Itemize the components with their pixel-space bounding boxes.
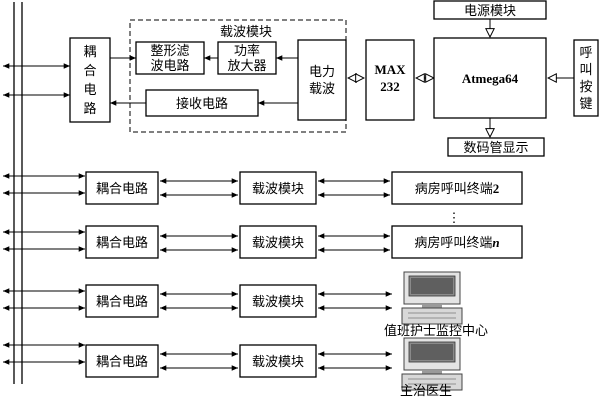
computer-icon-doctor (401, 337, 463, 391)
row1-coupling-box (85, 171, 159, 205)
row1-coupling-label: 耦合电路 (96, 181, 148, 197)
max232-label-2: 232 (380, 79, 400, 94)
row1-endpoint-label: 病房呼叫终端2 (415, 181, 500, 197)
power-carrier-label-2: 载波 (309, 82, 335, 97)
coupling-top-char-3: 电 (83, 83, 96, 98)
call-key-char-3: 按 (579, 80, 592, 95)
carrier-module-title: 载波模块 (220, 25, 272, 40)
coupling-top-char-2: 合 (83, 64, 96, 79)
power-amp-label-1: 功率 (234, 43, 260, 59)
call-key-box (573, 39, 599, 117)
shaping-filter-box (135, 41, 205, 75)
row1-endpoint-box (391, 171, 523, 205)
call-key-char-2: 叫 (579, 63, 592, 78)
max232-label-1: MAX (374, 62, 406, 77)
row1-carrier-box (239, 171, 317, 205)
row4-coupling-label: 耦合电路 (96, 354, 148, 370)
mcu-atmega64-box (433, 37, 547, 119)
computer-icon-nurse-station (401, 271, 463, 325)
coupling-top-char-1: 耦 (83, 45, 96, 60)
row2-endpoint-box (391, 225, 523, 259)
mcu-label: Atmega64 (462, 71, 519, 86)
display-label: 数码管显示 (463, 141, 528, 156)
row3-endpoint-label: 值班护士监控中心 (384, 323, 488, 339)
row2-coupling-label: 耦合电路 (96, 235, 148, 251)
row2-coupling-box (85, 225, 159, 259)
row2-carrier-label: 载波模块 (252, 236, 304, 251)
call-key-char-4: 键 (579, 97, 592, 112)
ellipsis-vertical: ⋮ (448, 211, 461, 226)
power-carrier-label-1: 电力 (309, 65, 335, 80)
receive-circuit-label: 接收电路 (176, 96, 228, 112)
row3-coupling-label: 耦合电路 (96, 294, 148, 310)
max232-box (365, 39, 415, 121)
row1-carrier-label: 载波模块 (252, 182, 304, 197)
row4-carrier-label: 载波模块 (252, 355, 304, 370)
power-carrier-box (297, 39, 347, 121)
row3-coupling-box (85, 284, 159, 318)
row3-carrier-label: 载波模块 (252, 295, 304, 310)
power-amp-label-2: 放大器 (227, 59, 266, 74)
row2-endpoint-label: 病房呼叫终端n (414, 235, 499, 251)
coupling-circuit-top-box (69, 37, 111, 123)
shaping-filter-label-2: 波电路 (150, 58, 189, 74)
power-module-label: 电源模块 (464, 4, 516, 19)
row4-carrier-box (239, 344, 317, 378)
shaping-filter-label-1: 整形滤 (150, 44, 189, 59)
display-box (447, 137, 545, 157)
row3-carrier-box (239, 284, 317, 318)
row4-endpoint-label: 主治医生 (400, 384, 452, 399)
row2-carrier-box (239, 225, 317, 259)
call-key-char-1: 呼 (579, 46, 592, 61)
coupling-top-char-4: 路 (83, 101, 96, 117)
row4-coupling-box (85, 344, 159, 378)
